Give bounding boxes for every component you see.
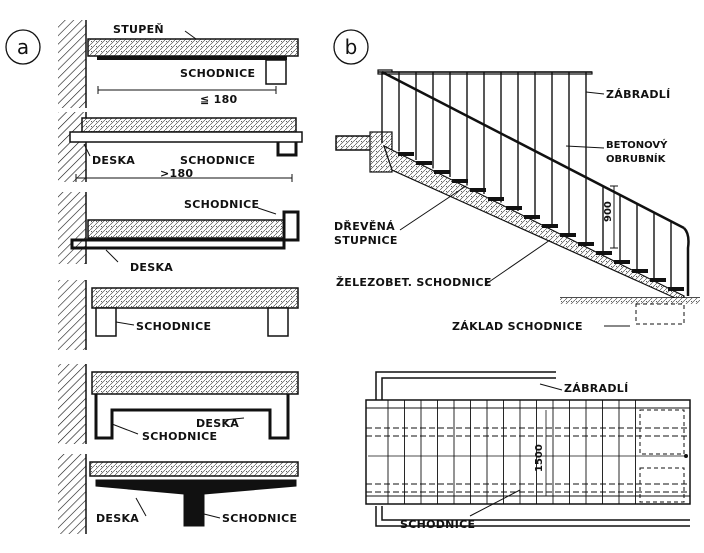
wall-hatch — [58, 20, 86, 108]
label-stupen: STUPEŇ — [113, 23, 164, 36]
tread — [650, 278, 666, 282]
label-schodnice: SCHODNICE — [142, 430, 217, 443]
stringer-beam-left — [95, 307, 117, 337]
label-zelezobet-schodnice: ŽELEZOBET. SCHODNICE — [336, 276, 492, 289]
tread — [470, 188, 486, 192]
tread — [452, 179, 468, 183]
plan-outline — [365, 399, 691, 505]
tread — [488, 197, 504, 201]
label-dim-900: 900 — [603, 201, 614, 222]
label-drevena: DŘEVĚNÁ — [334, 220, 395, 233]
label-deska: DESKA — [130, 261, 173, 274]
label-zabradli: ZÁBRADLÍ — [606, 88, 671, 101]
label-stupnice: STUPNICE — [334, 234, 398, 247]
tread — [524, 215, 540, 219]
step-slab — [91, 371, 299, 395]
label-deska: DESKA — [96, 512, 139, 525]
stringer-beam — [265, 59, 287, 85]
label-schodnice: SCHODNICE — [136, 320, 211, 333]
label-deska: DESKA — [196, 417, 239, 430]
label-dimension: ≦ 180 — [200, 93, 238, 106]
panel-b-letter: b — [345, 35, 358, 59]
stair-plan: 1500 ZÁBRADLÍ SCHODNICE — [365, 371, 691, 531]
stringer-beam-right — [267, 307, 289, 337]
section-2: DESKA SCHODNICE >180 — [58, 112, 303, 182]
tread — [614, 260, 630, 264]
treads — [398, 152, 684, 291]
stringer-beam — [276, 142, 298, 157]
label-schodnice: SCHODNICE — [180, 67, 255, 80]
step-base — [97, 56, 287, 60]
tread — [596, 251, 612, 255]
label-zabradli-plan: ZÁBRADLÍ — [564, 382, 629, 395]
plan-tread-lines — [387, 400, 636, 504]
tread — [668, 287, 684, 291]
label-obrubnik: OBRUBNÍK — [606, 152, 667, 165]
section-1: STUPEŇ SCHODNICE ≦ 180 — [58, 20, 299, 108]
tread — [398, 152, 414, 156]
section-3: SCHODNICE DESKA — [58, 192, 300, 274]
label-zaklad-schodnice: ZÁKLAD SCHODNICE — [452, 320, 583, 333]
tread — [416, 161, 432, 165]
t-beam-stringer — [95, 479, 297, 527]
panel-a-marker: a — [5, 29, 41, 65]
deck-and-stringer — [70, 210, 300, 250]
label-schodnice: SCHODNICE — [184, 198, 259, 211]
balusters — [381, 72, 672, 288]
tread — [578, 242, 594, 246]
panel-b-marker: b — [333, 29, 369, 65]
step-slab — [87, 219, 285, 239]
step-slab — [81, 117, 297, 133]
deck-and-stringers — [94, 394, 290, 440]
deck-slab — [69, 131, 303, 143]
tread — [560, 233, 576, 237]
tread — [506, 206, 522, 210]
label-betonovy: BETONOVÝ — [606, 138, 668, 151]
step-slab — [87, 38, 299, 57]
label-dim-1500: 1500 — [534, 444, 545, 472]
tread — [434, 170, 450, 174]
tread — [542, 224, 558, 228]
tread — [632, 269, 648, 273]
label-schodnice-plan: SCHODNICE — [400, 518, 475, 531]
label-schodnice: SCHODNICE — [180, 154, 255, 167]
section-5: DESKA SCHODNICE — [58, 364, 299, 444]
step-slab — [91, 287, 299, 309]
label-deska: DESKA — [92, 154, 135, 167]
step-slab — [89, 461, 299, 477]
label-dimension: >180 — [160, 167, 193, 180]
section-4: SCHODNICE — [58, 280, 299, 350]
label-schodnice: SCHODNICE — [222, 512, 297, 525]
section-6: DESKA SCHODNICE — [58, 454, 299, 534]
foundation — [635, 303, 685, 325]
stair-elevation: 900 ZÁBRADLÍ BETONOVÝ OBRUBNÍK DŘEVĚNÁ S… — [334, 69, 700, 333]
panel-a-letter: a — [17, 35, 29, 59]
